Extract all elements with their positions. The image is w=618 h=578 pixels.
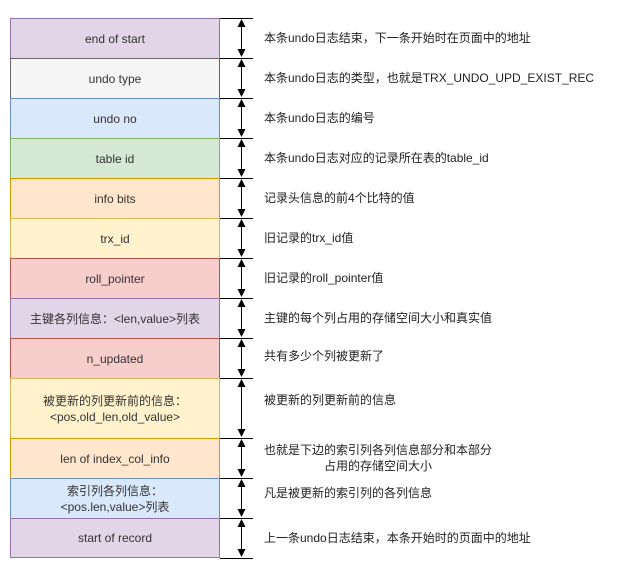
field-description: 也就是下边的索引列各列信息部分和本部分 占用的存储空间大小 <box>264 443 493 473</box>
arrowhead-icon <box>237 509 246 517</box>
field-description: 旧记录的roll_pointer值 <box>264 271 384 285</box>
arrowhead-icon <box>237 259 246 267</box>
field-description: 本条undo日志的类型，也就是TRX_UNDO_UPD_EXIST_REC <box>264 71 595 85</box>
arrowhead-icon <box>237 479 246 487</box>
field-description: 主键的每个列占用的存储空间大小和真实值 <box>264 311 493 325</box>
field-description: 上一条undo日志结束，本条开始时的页面中的地址 <box>264 531 531 545</box>
field-description: 本条undo日志结束，下一条开始时在页面中的地址 <box>264 31 531 45</box>
arrowhead-icon <box>237 369 246 377</box>
arrowhead-icon <box>237 179 246 187</box>
field-description: 凡是被更新的索引列的各列信息 <box>264 486 433 500</box>
arrowhead-icon <box>237 49 246 57</box>
field-description: 记录头信息的前4个比特的值 <box>264 191 415 205</box>
arrowhead-icon <box>237 549 246 557</box>
arrowhead-icon <box>237 209 246 217</box>
field-box: 被更新的列更新前的信息： <pos,old_len,old_value> <box>10 378 220 439</box>
arrowhead-icon <box>237 439 246 447</box>
arrowhead-icon <box>237 169 246 177</box>
field-box: end of start <box>10 18 220 59</box>
arrowhead-icon <box>237 59 246 67</box>
field-description: 被更新的列更新前的信息 <box>264 393 397 407</box>
arrowhead-icon <box>237 299 246 307</box>
field-box: table id <box>10 138 220 179</box>
field-box: start of record <box>10 518 220 558</box>
arrowhead-icon <box>237 219 246 227</box>
arrowhead-icon <box>237 429 246 437</box>
arrowhead-icon <box>237 289 246 297</box>
arrowhead-icon <box>237 19 246 27</box>
field-box: len of index_col_info <box>10 438 220 479</box>
arrowhead-icon <box>237 89 246 97</box>
field-description: 本条undo日志的编号 <box>264 111 375 125</box>
arrowhead-icon <box>237 519 246 527</box>
field-box: roll_pointer <box>10 258 220 299</box>
arrowhead-icon <box>237 329 246 337</box>
field-box: 索引列各列信息： <pos.len,value>列表 <box>10 478 220 519</box>
arrowhead-icon <box>237 249 246 257</box>
field-description: 共有多少个列被更新了 <box>264 349 385 363</box>
arrowhead-icon <box>237 379 246 387</box>
arrowhead-icon <box>237 129 246 137</box>
arrowhead-icon <box>237 469 246 477</box>
field-description: 旧记录的trx_id值 <box>264 231 354 245</box>
arrowhead-icon <box>237 99 246 107</box>
field-description: 本条undo日志对应的记录所在表的table_id <box>264 151 489 165</box>
arrowhead-icon <box>237 139 246 147</box>
field-box: info bits <box>10 178 220 219</box>
arrowhead-icon <box>237 339 246 347</box>
